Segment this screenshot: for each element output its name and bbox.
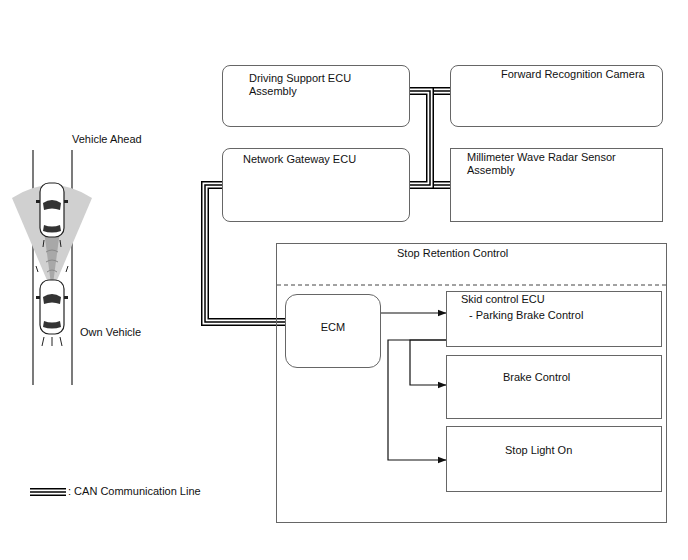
can-line [410,91,430,185]
radar-box: Millimeter Wave Radar Sensor Assembly [450,148,663,222]
road-edge [71,150,72,385]
ecu-box: Skid control ECU - Parking Brake Control [446,291,662,347]
node-title: Forward Recognition Camera [501,68,654,81]
signal-arrow [388,340,446,460]
own-car [36,266,68,346]
node-title: Millimeter Wave Radar Sensor Assembly [467,151,654,177]
radar-waves [46,250,58,272]
detection-cone [12,185,92,292]
node-title: Stop Retention Control [397,247,658,260]
function-box: Stop Light On [446,426,662,492]
node-detail: - Parking Brake Control [469,309,653,322]
node-title: Brake Control [503,371,653,384]
dashed-separator [277,285,666,286]
gateway-box: Network Gateway ECU [222,148,410,222]
signal-arrow [381,313,446,314]
illustration-label: Vehicle Ahead [72,133,142,146]
function-box: Brake Control [446,355,662,419]
node-title: Stop Light On [505,444,653,457]
can-line-sample [30,492,66,493]
road-edge [32,150,33,385]
car-ahead [36,183,68,247]
illustration-label: Own Vehicle [80,326,141,339]
camera-box: Forward Recognition Camera [450,65,663,127]
signal-arrow [410,340,446,385]
node-title: ECM [292,321,374,334]
control-region: Stop Retention ControlECM Skid control EC… [276,243,667,523]
legend-text: : CAN Communication Line [68,485,201,498]
node-title: Network Gateway ECU [243,153,401,166]
ecu-box: Driving Support ECU Assembly [222,65,410,127]
node-title: Driving Support ECU Assembly [249,72,401,98]
ecm-box: ECM [285,294,381,368]
node-title: Skid control ECU [461,293,653,306]
